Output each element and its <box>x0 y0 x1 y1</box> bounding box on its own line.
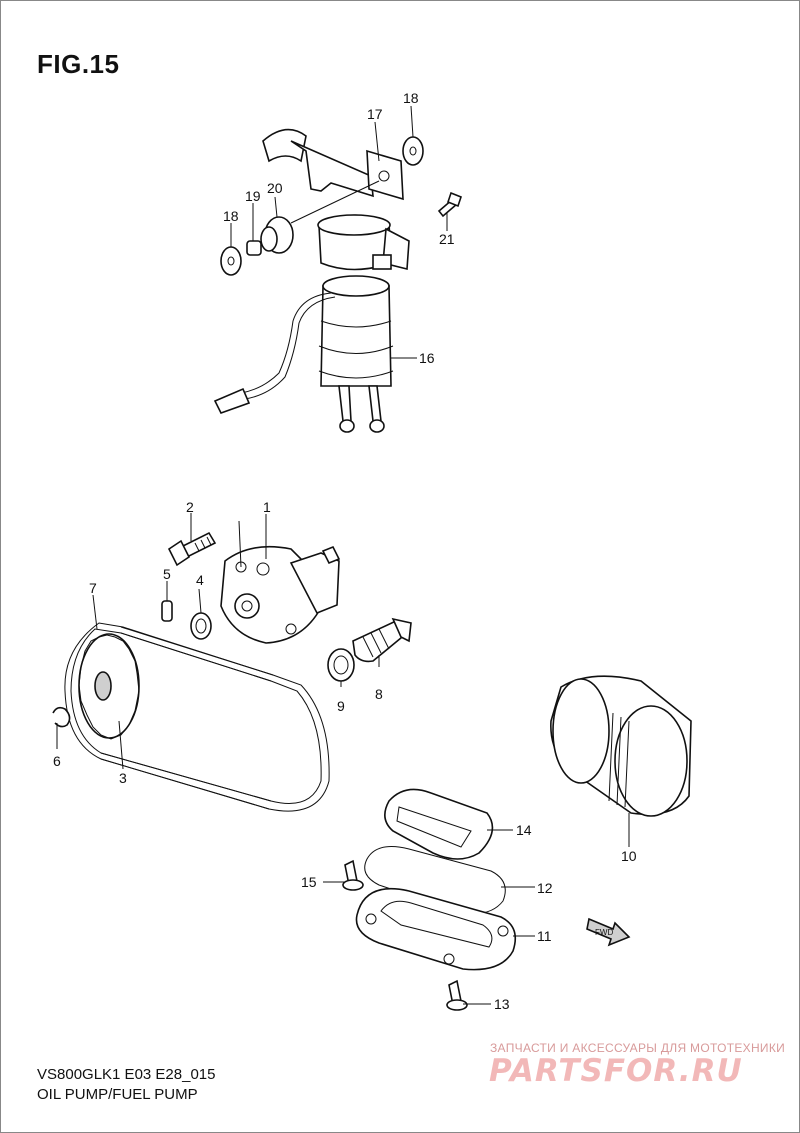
cushion-20 <box>260 216 294 254</box>
bolt-21 <box>437 191 462 218</box>
oil-filter-10 <box>550 675 692 817</box>
washer-18-left <box>220 246 242 276</box>
gasket-9 <box>327 648 355 682</box>
callout-18-right: 18 <box>403 90 419 106</box>
fuel-pump-16 <box>213 275 394 433</box>
fwd-arrow-icon: FWD <box>586 917 631 947</box>
circlip-6 <box>52 706 71 728</box>
callout-21: 21 <box>439 231 455 247</box>
oil-pump-1 <box>220 545 341 644</box>
oil-pressure-switch-8 <box>352 617 412 663</box>
callout-19: 19 <box>245 188 261 204</box>
o-ring-4 <box>190 612 212 640</box>
callout-17: 17 <box>367 106 383 122</box>
callout-20: 20 <box>267 180 283 196</box>
callout-labels: 1 2 3 4 5 6 7 8 9 10 11 12 13 14 15 16 1… <box>53 90 637 1012</box>
callout-10: 10 <box>621 848 637 864</box>
drive-sprocket-3 <box>78 633 140 740</box>
watermark-logo: PARTSFOR.RU <box>489 1053 743 1089</box>
bolt-15 <box>342 859 364 891</box>
dowel-pin-5 <box>161 600 173 622</box>
watermark-tagline: ЗАПЧАСТИ И АКСЕССУАРЫ ДЛЯ МОТОТЕХНИКИ <box>490 1041 786 1055</box>
callout-5: 5 <box>163 566 171 582</box>
model-code: VS800GLK1 E03 E28_015 <box>37 1066 216 1083</box>
fuel-pump-bracket <box>262 128 410 271</box>
gasket-12 <box>364 846 506 914</box>
callout-8: 8 <box>375 686 383 702</box>
callout-13: 13 <box>494 996 510 1012</box>
oil-pan-cover-11 <box>355 887 517 971</box>
leader-lines <box>56 105 630 1005</box>
figure-title: FIG.15 <box>37 49 120 79</box>
drive-chain-7 <box>64 622 330 812</box>
callout-9: 9 <box>337 698 345 714</box>
callout-18-left: 18 <box>223 208 239 224</box>
callout-3: 3 <box>119 770 127 786</box>
callout-11: 11 <box>537 928 552 944</box>
callout-2: 2 <box>186 499 194 515</box>
gasket-14 <box>384 788 494 860</box>
callout-4: 4 <box>196 572 204 588</box>
callout-1: 1 <box>263 499 271 515</box>
callout-14: 14 <box>516 822 532 838</box>
section-title: OIL PUMP/FUEL PUMP <box>37 1086 198 1103</box>
callout-6: 6 <box>53 753 61 769</box>
spacer-19 <box>246 240 262 256</box>
bolt-2 <box>167 531 217 567</box>
callout-15: 15 <box>301 874 317 890</box>
washer-18-right <box>402 136 424 166</box>
bolt-13 <box>446 979 468 1011</box>
fwd-label: FWD <box>595 928 613 937</box>
callout-7: 7 <box>89 580 97 596</box>
callout-12: 12 <box>537 880 553 896</box>
callout-16: 16 <box>419 350 435 366</box>
